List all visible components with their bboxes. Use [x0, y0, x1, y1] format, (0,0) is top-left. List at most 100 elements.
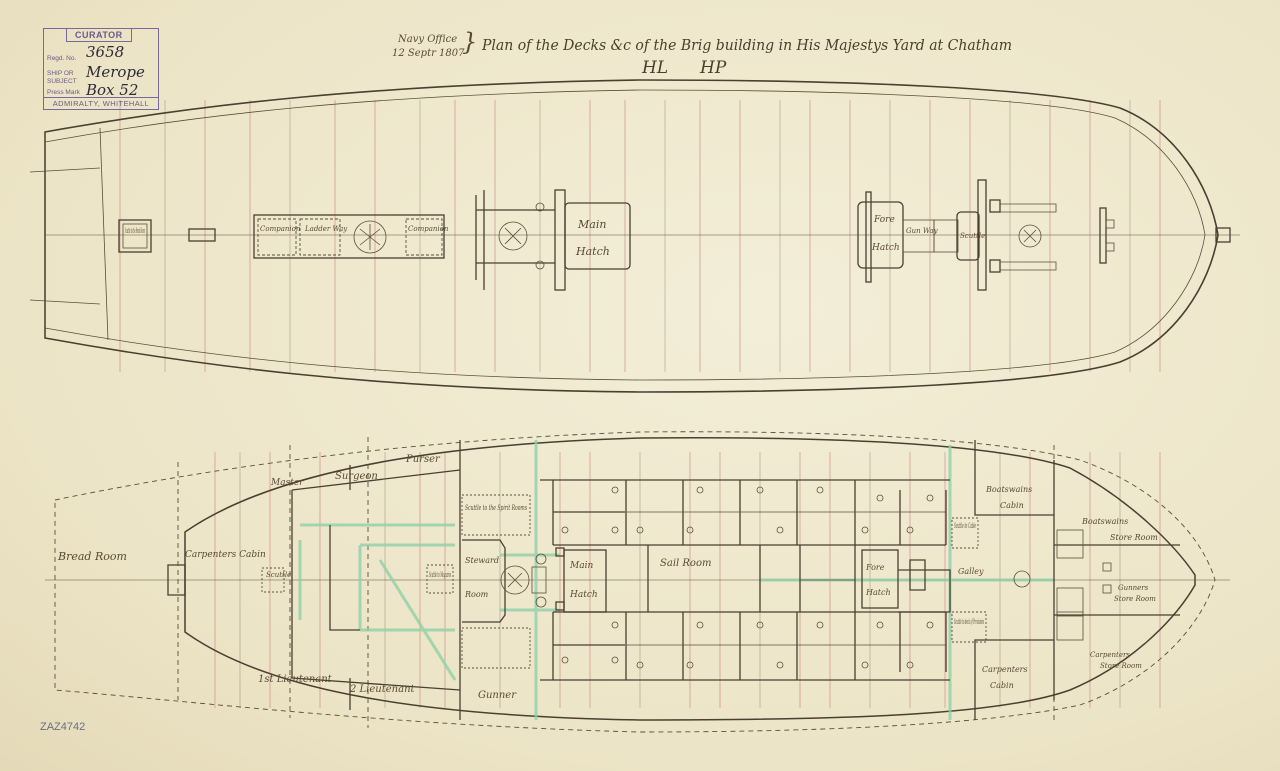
- lower-deck-dashed-outline: [54, 431, 1216, 733]
- label-lower-main-hatch: Main: [569, 561, 593, 571]
- ring-bolt-icon: [876, 621, 884, 629]
- label-boatswains-cabin-2: Cabin: [1000, 501, 1024, 510]
- stamp-press-label: Press Mark: [47, 89, 80, 96]
- label-scuttle-magazine: Scuttle to Magazine: [429, 571, 451, 579]
- label-gunner: Gunner: [478, 690, 517, 701]
- label-companion-fwd: Companion: [408, 225, 449, 233]
- ring-bolt-icon: [906, 661, 914, 669]
- label-carpenters-store-2: Store Room: [1100, 662, 1142, 670]
- stamp-subject-label: SUBJECT: [47, 78, 77, 85]
- capstan-icon: [353, 220, 387, 254]
- stamp-header: CURATOR: [66, 28, 132, 42]
- stamp-regd-value: 3658: [86, 43, 125, 61]
- ring-bolts: [561, 486, 934, 669]
- stamp-press-value: Box 52: [86, 81, 139, 99]
- label-galley: Galley: [958, 567, 984, 576]
- lower-deck-plan: Bread Room Carpenters Cabin Scuttle Mast…: [45, 431, 1230, 733]
- spirit-room-scuttle: [461, 494, 531, 536]
- plan-title: Plan of the Decks &c of the Brig buildin…: [481, 36, 1012, 54]
- title-date: 12 Septr 1807: [392, 48, 465, 59]
- signature-1: HL: [641, 58, 668, 78]
- label-fore-hatch-2: Hatch: [871, 243, 900, 253]
- ring-bolt-icon: [611, 656, 619, 664]
- fore-mast-step-icon: [1013, 570, 1031, 588]
- ring-bolt-icon: [926, 621, 934, 629]
- ring-bolt-icon: [686, 661, 694, 669]
- stern-post: [167, 564, 186, 596]
- curator-stamp: CURATOR Regd. No. 3658 SHIP OR SUBJECT M…: [43, 28, 159, 110]
- label-ladder-way: Ladder Way: [304, 225, 348, 233]
- label-second-lieutenant: 2 Lieutenant: [349, 684, 416, 695]
- ring-bolt-icon: [876, 494, 884, 502]
- label-boatswains-cabin: Boatswains: [985, 485, 1032, 494]
- ring-bolt-icon: [686, 526, 694, 534]
- lower-deck-hull-outline: [184, 436, 1196, 721]
- label-first-lieutenant: 1st Lieutenant: [258, 674, 333, 685]
- companion-ladder-block: [253, 214, 445, 259]
- label-scuttle-fore: Scuttle: [960, 232, 985, 240]
- ring-bolt-icon: [696, 621, 704, 629]
- label-main-hatch: Main: [577, 218, 606, 231]
- reference-number: ZAZ4742: [40, 721, 86, 733]
- label-carpenters-cabin-aft: Carpenters Cabin: [185, 550, 266, 560]
- label-scuttle-provisions: Scuttle to deck of Provisions: [954, 618, 984, 626]
- magazine-outline: [298, 523, 457, 681]
- ring-bolt-icon: [636, 661, 644, 669]
- upper-deck-plan: Scuttle to the Bread Room Companion Ladd…: [29, 79, 1240, 393]
- stamp-ship-label: SHIP OR: [47, 70, 74, 77]
- scuttle-fore: [956, 211, 980, 261]
- label-sail-room: Sail Room: [660, 558, 711, 569]
- label-steward-room: Room: [464, 590, 489, 599]
- label-scuttle-cable: Scuttle to Cable: [954, 522, 976, 530]
- label-gun-way: Gun Way: [906, 227, 939, 235]
- upper-deck-hull-outline: [44, 79, 1219, 393]
- ring-bolt-icon: [636, 526, 644, 534]
- label-companion-aft: Companion: [260, 225, 301, 233]
- label-steward: Steward: [465, 556, 499, 565]
- label-fore-hatch: Fore: [873, 215, 895, 225]
- ring-bolt-icon: [696, 486, 704, 494]
- ring-bolt-icon: [611, 621, 619, 629]
- ring-bolt-icon: [756, 621, 764, 629]
- label-scuttle-aft: Scuttle: [266, 571, 291, 579]
- label-lower-fore-hatch: Fore: [865, 563, 885, 572]
- ring-bolt-icon: [611, 486, 619, 494]
- label-lower-fore-hatch-2: Hatch: [865, 588, 891, 597]
- signature-2: HP: [699, 58, 727, 78]
- title-office: Navy Office: [397, 34, 457, 45]
- label-gunners-store-2: Store Room: [1114, 595, 1156, 603]
- label-lower-main-hatch-2: Hatch: [569, 590, 598, 600]
- label-carpenters-store: Carpenters: [1090, 651, 1130, 659]
- bowsprit-step: [1215, 227, 1231, 243]
- label-scuttle-spirit-rooms: Scuttle to the Spirit Rooms: [465, 504, 527, 512]
- label-carpenters-cabin-fwd-2: Cabin: [990, 681, 1014, 690]
- ring-bolt-icon: [611, 526, 619, 534]
- label-gunners-store: Gunners: [1118, 584, 1149, 592]
- lower-pump-icon: [500, 565, 530, 595]
- ring-bolt-icon: [861, 526, 869, 534]
- lower-fore-hatch: [861, 549, 899, 609]
- ring-bolt-icon: [816, 621, 824, 629]
- ring-bolt-icon: [906, 526, 914, 534]
- ring-bolt-icon: [926, 494, 934, 502]
- ring-bolt-icon: [756, 486, 764, 494]
- label-purser: Purser: [405, 454, 441, 465]
- label-surgeon: Surgeon: [335, 471, 378, 482]
- bread-room-scuttle: [118, 219, 152, 253]
- label-scuttle-bread-room: Scuttle to the Bread Room: [125, 227, 145, 235]
- ring-bolt-icon: [561, 656, 569, 664]
- upper-deck-frame-lines: [119, 100, 1161, 372]
- ring-bolt-icon: [776, 661, 784, 669]
- label-master: Master: [270, 478, 304, 488]
- lower-main-hatch: [563, 549, 607, 613]
- ring-bolt-icon: [776, 526, 784, 534]
- ring-bolt-icon: [816, 486, 824, 494]
- stern-counter: [29, 127, 109, 341]
- ring-bolt-icon: [561, 526, 569, 534]
- fore-capstan-icon: [1018, 224, 1042, 248]
- stamp-footer: ADMIRALTY, WHITEHALL: [44, 97, 158, 109]
- pump-well-icon: [498, 221, 528, 251]
- label-boatswains-store: Boatswains: [1081, 517, 1128, 526]
- svg-text:}: }: [462, 28, 477, 56]
